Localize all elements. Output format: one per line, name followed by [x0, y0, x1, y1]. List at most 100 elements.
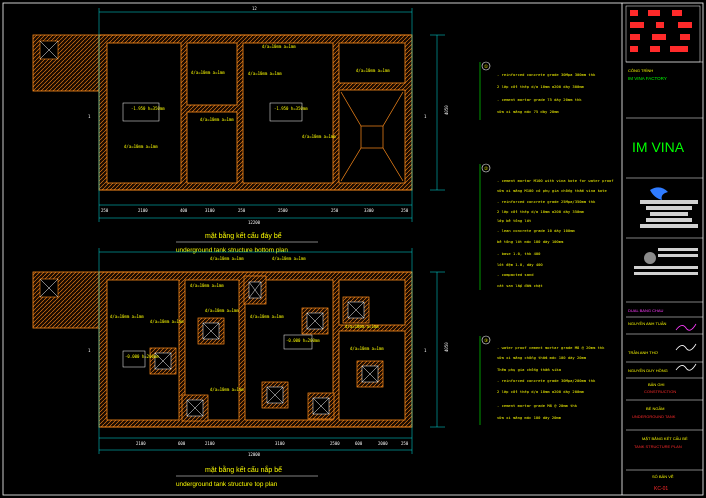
- dim-text: 2500: [278, 208, 288, 213]
- note-line: lót đệm 1.0, dày 400: [497, 262, 543, 267]
- note-line: - cement mortar grade M8 @ 20mm thk: [497, 403, 578, 408]
- room-label: d/a=10mm a=1mm: [205, 308, 239, 313]
- note-line: - base 1.0, thk 400: [497, 251, 541, 256]
- dim-text: 600: [355, 441, 363, 446]
- dim-text: 2100: [138, 208, 148, 213]
- dim-text: 2000: [378, 441, 388, 446]
- signature: [675, 323, 697, 331]
- dim-text: 2100: [205, 441, 215, 446]
- note-line: Thêm phụ gia chống thấm sika: [497, 367, 561, 372]
- note-line: - lean concrete grade 10 dày 100mm: [497, 228, 575, 233]
- project-name: IM VINA FACTORY: [628, 76, 667, 81]
- title-label: MẶT BẰNG KẾT CẤU BỂ: [642, 436, 688, 441]
- note-line: vữa xi măng M100 có phụ gia chống thấm v…: [497, 188, 607, 193]
- axis-label: 1: [424, 348, 427, 353]
- room-label: d/a=10mm a=1mm: [190, 283, 224, 288]
- dim-text: 250: [401, 441, 409, 446]
- dim-total: 12000: [248, 452, 261, 457]
- sump-room: [338, 89, 406, 184]
- sheet-number: KC-01: [654, 486, 668, 492]
- drawing-label: BỂ NGẦM: [646, 406, 664, 411]
- dim-text: 400: [180, 208, 188, 213]
- dim-text: 250: [101, 208, 109, 213]
- note-line: - compacted sand: [497, 272, 534, 277]
- room-label: d/a=10mm a=1mm: [200, 117, 234, 122]
- note-line: lớp bê tông lót: [497, 218, 531, 223]
- room-label: -0.000 h=200mm: [286, 338, 320, 343]
- dim-text: 3300: [364, 208, 374, 213]
- note-line: vữa xi măng chống thấm mác 100 dày 20mm: [497, 355, 587, 360]
- note-line: 2 lớp cốt thép d/a 10mm a200 dày 200mm: [497, 389, 585, 394]
- axis-label: 1: [424, 114, 427, 119]
- room-label: d/a=10mm a=1mm: [191, 70, 225, 75]
- company-logo: [640, 187, 698, 228]
- plan-title-vn: mặt bằng kết cấu đáy bể: [205, 231, 282, 240]
- note-marker: ②: [484, 166, 489, 172]
- title-block: CÔNG TRÌNH IM VINA FACTORY IM VINA DUAL …: [625, 5, 703, 492]
- room-label: -1.950 h=350mm: [131, 106, 165, 111]
- room-label: d/a=10mm a=1mm: [250, 314, 284, 319]
- dim-text: 2500: [330, 441, 340, 446]
- note-line: - reinforced concrete grade 30Mpa 300mm …: [497, 72, 596, 77]
- room-label: d/a=10mm a=1mm: [210, 256, 244, 261]
- room: [186, 42, 238, 106]
- plan-title-en: underground tank structure bottom plan: [176, 247, 288, 254]
- note-line: 2 lớp cốt thép d/a 10mm a200 dày 350mm: [497, 209, 585, 214]
- dim-right: 4050: [444, 342, 449, 352]
- staff-name: NGUYỄN DUY HỒNG: [628, 368, 668, 373]
- dim-total: 12200: [248, 220, 261, 225]
- staff-name: TRẦN ANH THƠ: [628, 350, 659, 355]
- top-plan: d/a=10mm a=1mm d/a=10mm a=1mm d/a=10mm a…: [32, 248, 449, 488]
- room-label: -0.000 h=200mm: [125, 354, 159, 359]
- designer-label: DUAL BANG CHAU: [628, 308, 664, 313]
- note-marker: ③: [484, 338, 489, 344]
- staff-name: NGUYỄN ANH TUẤN: [628, 321, 666, 326]
- bottom-plan: -1.950 h=350mm d/a=10mm a=1mm d/a=10mm a…: [32, 6, 449, 254]
- drawing-value: UNDERGROUND TANK: [632, 414, 676, 419]
- note-line: - reinforced concrete grade 25Mpa/350mm …: [497, 199, 596, 204]
- note-line: - water proof cement mortar grade M8 @ 2…: [497, 345, 605, 350]
- note-line: vữa xi măng mác 100 dày 20mm: [497, 415, 562, 420]
- note-line: - reinforced concrete grade 30Mpa/200mm …: [497, 378, 596, 383]
- dim-text: 250: [238, 208, 246, 213]
- axis-label: 1: [88, 348, 91, 353]
- room-label: d/a=10mm a=1mm: [262, 44, 296, 49]
- dim-text: 2100: [136, 441, 146, 446]
- room-label: d/a=10mm a=1mm: [272, 256, 306, 261]
- dim-text: 3100: [205, 208, 215, 213]
- signature: [675, 363, 697, 371]
- room-label: d/a=10mm a=1mm: [302, 134, 336, 139]
- note-line: vữa xi măng mác 75 dày 20mm: [497, 109, 559, 114]
- note-marker: ①: [484, 64, 489, 70]
- dim-text: 250: [401, 208, 409, 213]
- room: [186, 111, 238, 184]
- notes: ① - reinforced concrete grade 30Mpa 300m…: [479, 61, 614, 425]
- note-line: - cement mortar M100 with vina kote for …: [497, 178, 614, 183]
- dim-top: 12: [252, 6, 257, 11]
- note-line: 2 lớp cốt thép d/a 10mm a200 dày 300mm: [497, 84, 585, 89]
- plan-title-en: underground tank structure top plan: [176, 481, 278, 488]
- dim-right: 4050: [444, 105, 449, 115]
- content-value: CONSTRUCTION: [644, 389, 676, 394]
- note-line: cát san lấp đầm chặt: [497, 283, 543, 288]
- sheet-label: SỐ BẢN VẼ: [652, 474, 674, 479]
- signature: [675, 343, 697, 351]
- room: [106, 42, 182, 184]
- note-line: bê tông lót mác 100 dày 100mm: [497, 239, 564, 244]
- room-label: d/a=10mm a=1mm: [350, 346, 384, 351]
- room: [338, 42, 406, 84]
- room-label: d/a=10mm a=1mm: [110, 314, 144, 319]
- room-label: d/a=10mm a=1mm: [210, 387, 244, 392]
- title-value: TANK STRUCTURE PLAN: [634, 444, 682, 449]
- company-logo-2: [634, 248, 698, 275]
- dim-text: 250: [331, 208, 339, 213]
- room-label: d/a=10mm a=1mm: [345, 324, 379, 329]
- room-label: d/a=10mm a=1mm: [150, 319, 184, 324]
- dim-text: 600: [178, 441, 186, 446]
- plan-title-vn: mặt bằng kết cấu nắp bể: [205, 465, 282, 474]
- room: [242, 42, 334, 184]
- client-name: IM VINA: [632, 139, 685, 155]
- room-label: -1.950 h=350mm: [274, 106, 308, 111]
